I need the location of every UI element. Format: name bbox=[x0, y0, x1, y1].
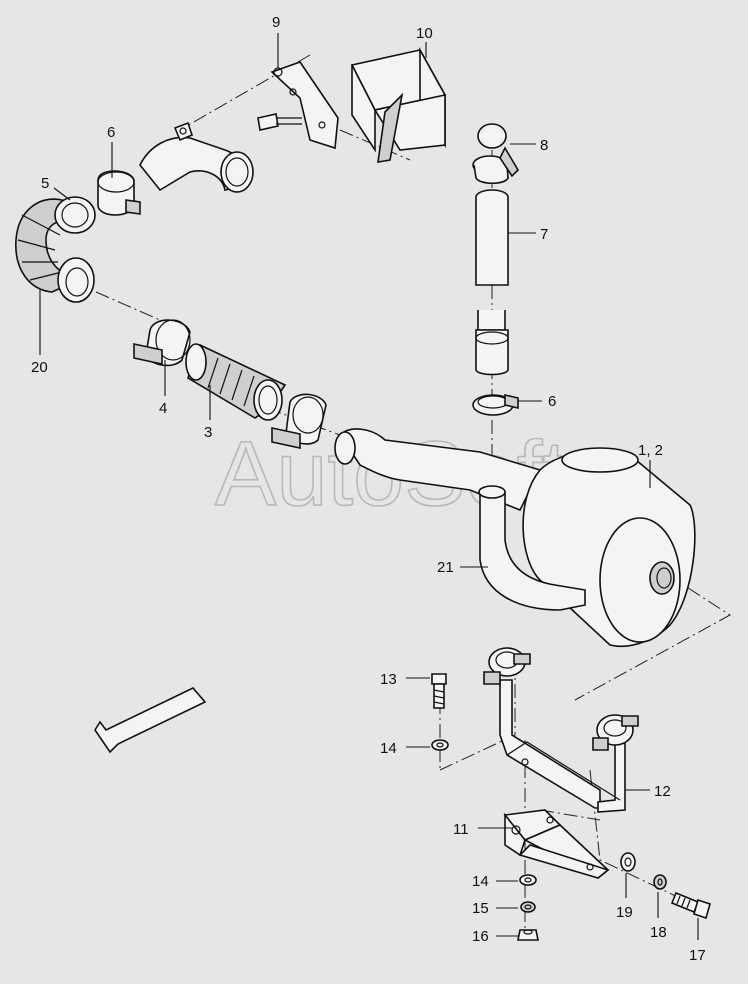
clamp-part-4[interactable] bbox=[133, 319, 191, 367]
callout-13: 13 bbox=[380, 671, 397, 688]
flex-elbow-part-5[interactable] bbox=[15, 196, 96, 303]
hanger-bracket-part-12[interactable] bbox=[483, 647, 639, 813]
washer-part-14-lower[interactable] bbox=[519, 874, 537, 886]
callout-6-tail: 6 bbox=[548, 393, 556, 410]
direction-arrow-icon bbox=[94, 687, 207, 754]
callout-20: 20 bbox=[31, 359, 48, 376]
bolt-part-17[interactable] bbox=[670, 891, 711, 920]
down-pipe-part-21[interactable] bbox=[478, 485, 586, 611]
callout-8: 8 bbox=[540, 137, 548, 154]
nut-part-16[interactable] bbox=[517, 929, 539, 941]
callout-16: 16 bbox=[472, 928, 489, 945]
tail-cap-part-8[interactable] bbox=[472, 123, 520, 185]
mount-bracket-part-11[interactable] bbox=[503, 809, 610, 879]
callout-14-upper: 14 bbox=[380, 740, 397, 757]
bolt-part-13[interactable] bbox=[431, 673, 447, 709]
callouts: 9 10 6 8 5 7 20 4 6 3 1, 2 21 13 14 12 1… bbox=[31, 14, 706, 964]
flex-hose-part-3[interactable] bbox=[185, 343, 287, 421]
callout-1-2: 1, 2 bbox=[638, 442, 663, 459]
clamp-part-6-upper[interactable] bbox=[97, 170, 141, 216]
leader-lines bbox=[39, 33, 699, 940]
callout-15: 15 bbox=[472, 900, 489, 917]
callout-17: 17 bbox=[689, 947, 706, 964]
clamp-part-6-lower[interactable] bbox=[271, 393, 327, 449]
lock-washer-part-18[interactable] bbox=[653, 874, 667, 890]
callout-10: 10 bbox=[416, 25, 433, 42]
lock-washer-part-15[interactable] bbox=[520, 901, 536, 913]
callout-21: 21 bbox=[437, 559, 454, 576]
callout-3: 3 bbox=[204, 424, 212, 441]
washer-part-19[interactable] bbox=[620, 852, 636, 872]
callout-19: 19 bbox=[616, 904, 633, 921]
callout-18: 18 bbox=[650, 924, 667, 941]
tail-pipe-part-7[interactable] bbox=[475, 189, 509, 376]
callout-6-upper: 6 bbox=[107, 124, 115, 141]
callout-14-lower: 14 bbox=[472, 873, 489, 890]
callout-12: 12 bbox=[654, 783, 671, 800]
heat-shield-part-10[interactable] bbox=[350, 46, 447, 163]
callout-7: 7 bbox=[540, 226, 548, 243]
callout-5: 5 bbox=[41, 175, 49, 192]
upper-elbow-pipe[interactable] bbox=[139, 121, 254, 193]
washer-part-14-upper[interactable] bbox=[431, 739, 449, 751]
bracket-part-9[interactable] bbox=[257, 61, 339, 150]
callout-9: 9 bbox=[272, 14, 280, 31]
callout-11: 11 bbox=[453, 821, 469, 838]
callout-4: 4 bbox=[159, 400, 167, 417]
clamp-part-6-tail[interactable] bbox=[472, 393, 519, 416]
